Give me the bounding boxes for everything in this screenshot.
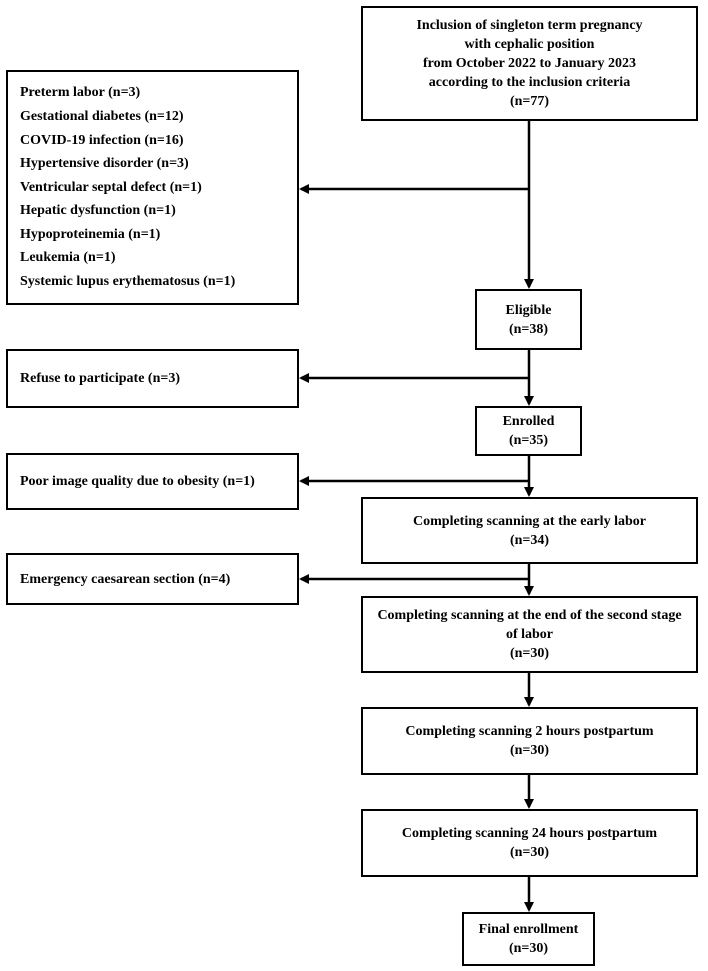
eligible-count: (n=38) [508, 321, 549, 337]
exclusion-item: Systemic lupus erythematosus (n=1) [20, 274, 236, 290]
exclusion-item: Preterm labor (n=3) [20, 85, 141, 101]
postpartum-24h-box: Completing scanning 24 hours postpartum … [361, 809, 698, 877]
exclusion-item: COVID-19 infection (n=16) [20, 132, 184, 148]
inclusion-line: with cephalic position [464, 37, 595, 52]
inclusion-line: from October 2022 to January 2023 [423, 56, 636, 71]
exclusion-box: Preterm labor (n=3) Gestational diabetes… [6, 70, 299, 305]
final-enrollment-box: Final enrollment (n=30) [462, 912, 595, 966]
postpartum-24h-count: (n=30) [509, 845, 550, 860]
postpartum-2h-count: (n=30) [509, 743, 550, 758]
exclusion-item: Leukemia (n=1) [20, 250, 116, 266]
enrolled-box: Enrolled (n=35) [475, 406, 582, 456]
inclusion-box: Inclusion of singleton term pregnancy wi… [361, 6, 698, 121]
second-stage-line: Completing scanning at the end of the se… [377, 608, 682, 623]
emergency-box: Emergency caesarean section (n=4) [6, 553, 299, 605]
exclusion-item: Gestational diabetes (n=12) [20, 108, 184, 124]
inclusion-line: Inclusion of singleton term pregnancy [416, 18, 643, 33]
final-enrollment-label: Final enrollment [478, 922, 579, 937]
early-labor-box: Completing scanning at the early labor (… [361, 497, 698, 564]
eligible-box: Eligible (n=38) [475, 289, 582, 350]
second-stage-box: Completing scanning at the end of the se… [361, 596, 698, 673]
postpartum-24h-label: Completing scanning 24 hours postpartum [401, 826, 658, 841]
second-stage-count: (n=30) [509, 646, 550, 661]
final-enrollment-count: (n=30) [508, 941, 549, 956]
inclusion-line: according to the inclusion criteria [428, 75, 631, 90]
exclusion-item: Hypoproteinemia (n=1) [20, 226, 161, 242]
early-labor-label: Completing scanning at the early labor [413, 513, 646, 529]
postpartum-2h-box: Completing scanning 2 hours postpartum (… [361, 707, 698, 775]
postpartum-2h-label: Completing scanning 2 hours postpartum [405, 724, 654, 739]
refuse-label: Refuse to participate (n=3) [20, 371, 181, 386]
emergency-label: Emergency caesarean section (n=4) [20, 571, 231, 587]
exclusion-item: Ventricular septal defect (n=1) [20, 179, 202, 195]
inclusion-count: (n=77) [509, 94, 550, 109]
poor-image-label: Poor image quality due to obesity (n=1) [20, 474, 255, 489]
enrolled-label: Enrolled [502, 414, 555, 429]
eligible-label: Eligible [505, 302, 552, 318]
refuse-box: Refuse to participate (n=3) [6, 349, 299, 408]
exclusion-item: Hypertensive disorder (n=3) [20, 156, 189, 172]
enrolled-count: (n=35) [508, 433, 549, 448]
second-stage-line: of labor [505, 627, 554, 642]
early-labor-count: (n=34) [509, 532, 550, 548]
exclusion-item: Hepatic dysfunction (n=1) [20, 203, 176, 219]
poor-image-box: Poor image quality due to obesity (n=1) [6, 453, 299, 510]
